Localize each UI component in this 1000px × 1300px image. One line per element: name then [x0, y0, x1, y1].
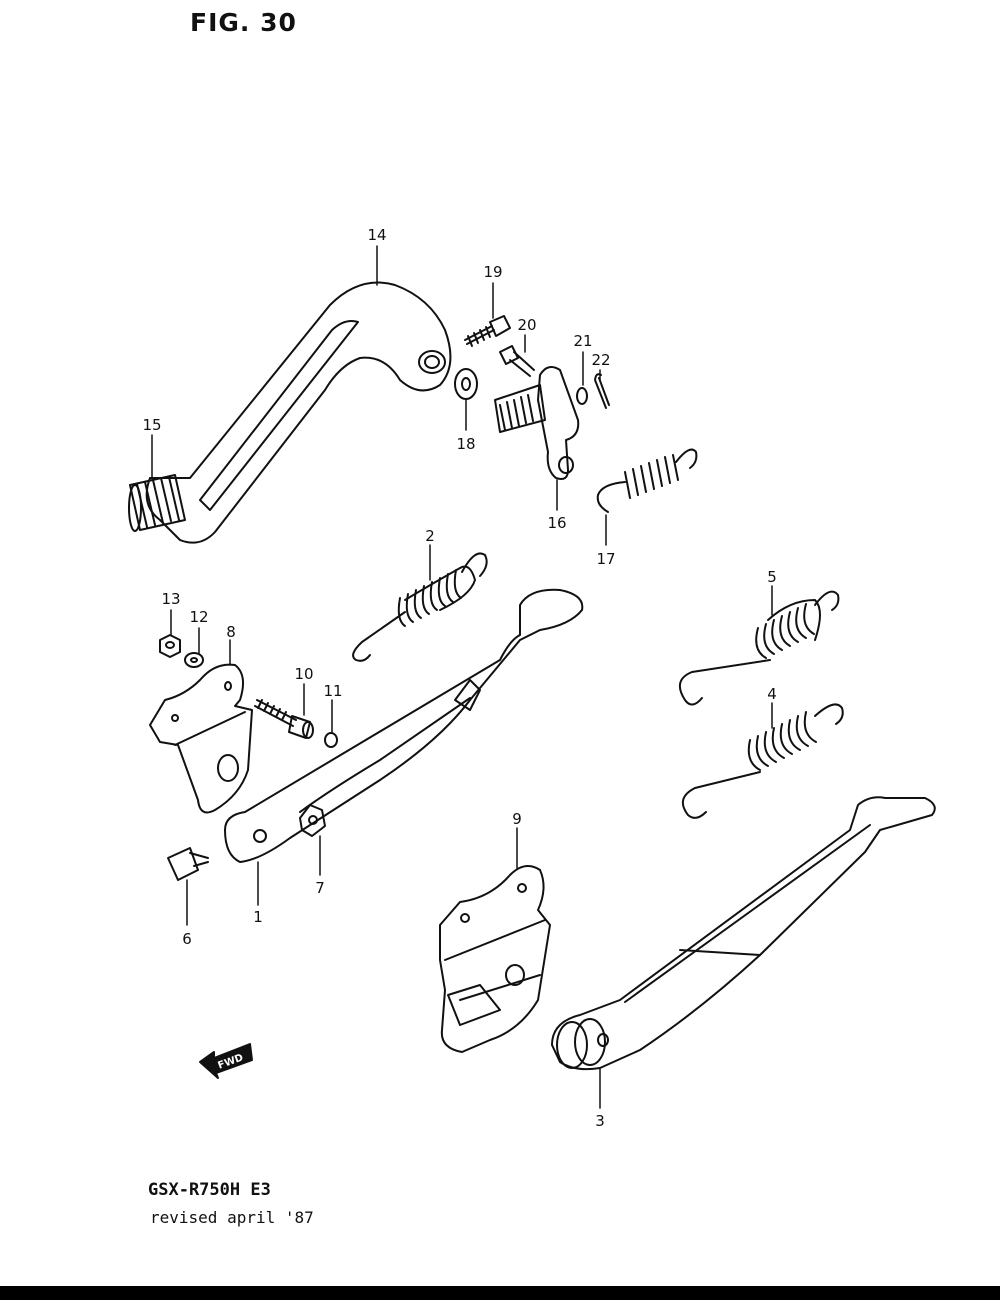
label-part-9: 9: [512, 810, 522, 828]
label-part-3: 3: [595, 1112, 605, 1130]
bottom-border-bar: [0, 1286, 1000, 1300]
label-part-6: 6: [182, 930, 192, 948]
label-part-7: 7: [315, 879, 325, 897]
part-14-brake-pedal: [145, 281, 452, 544]
part-17-spring: [596, 448, 698, 513]
part-labels: 14 15 19 20 21 22 18 16 17 2 13 12 8 10 …: [142, 226, 776, 1130]
label-part-14: 14: [367, 226, 386, 244]
label-part-4: 4: [767, 685, 777, 703]
part-3-side-stand: [551, 796, 936, 1071]
part-15-rubber: [128, 474, 186, 532]
part-13-nut: [159, 634, 181, 658]
label-part-19: 19: [483, 263, 502, 281]
part-2-spring: [352, 552, 488, 662]
leader-lines: [151, 245, 773, 1109]
part-1-sidestand-arm: [224, 588, 584, 863]
part-18-washer: [454, 368, 478, 400]
figure-title: FIG. 30: [190, 8, 297, 37]
part-6-bolt: [167, 847, 209, 881]
part-19-bolt: [464, 315, 511, 347]
label-part-10: 10: [294, 665, 313, 683]
fwd-arrow-icon: FWD: [199, 1043, 253, 1079]
part-12-washer: [184, 652, 204, 668]
label-part-2: 2: [425, 527, 435, 545]
label-part-20: 20: [517, 316, 536, 334]
part-21-washer: [576, 387, 588, 405]
part-10-bolt: [254, 699, 314, 739]
part-9-bracket: [439, 865, 551, 1053]
label-part-15: 15: [142, 416, 161, 434]
model-code: GSX-R750H E3: [148, 1180, 271, 1200]
label-part-16: 16: [547, 514, 566, 532]
label-part-21: 21: [573, 332, 592, 350]
label-part-13: 13: [161, 590, 180, 608]
label-part-17: 17: [596, 550, 615, 568]
part-5-spring: [678, 590, 840, 706]
part-8-bracket: [149, 663, 253, 814]
label-part-8: 8: [226, 623, 236, 641]
label-part-11: 11: [323, 682, 342, 700]
label-part-12: 12: [189, 608, 208, 626]
label-part-1: 1: [253, 908, 263, 926]
label-part-18: 18: [456, 435, 475, 453]
label-part-22: 22: [591, 351, 610, 369]
part-7-nut: [299, 804, 326, 837]
part-16-lever: [494, 365, 580, 480]
part-22-cotter-pin: [594, 373, 610, 409]
revision-note: revised april '87: [150, 1208, 314, 1227]
label-part-5: 5: [767, 568, 777, 586]
part-20-pin: [499, 345, 535, 377]
part-11-cap: [324, 732, 338, 748]
part-4-spring: [681, 703, 844, 819]
